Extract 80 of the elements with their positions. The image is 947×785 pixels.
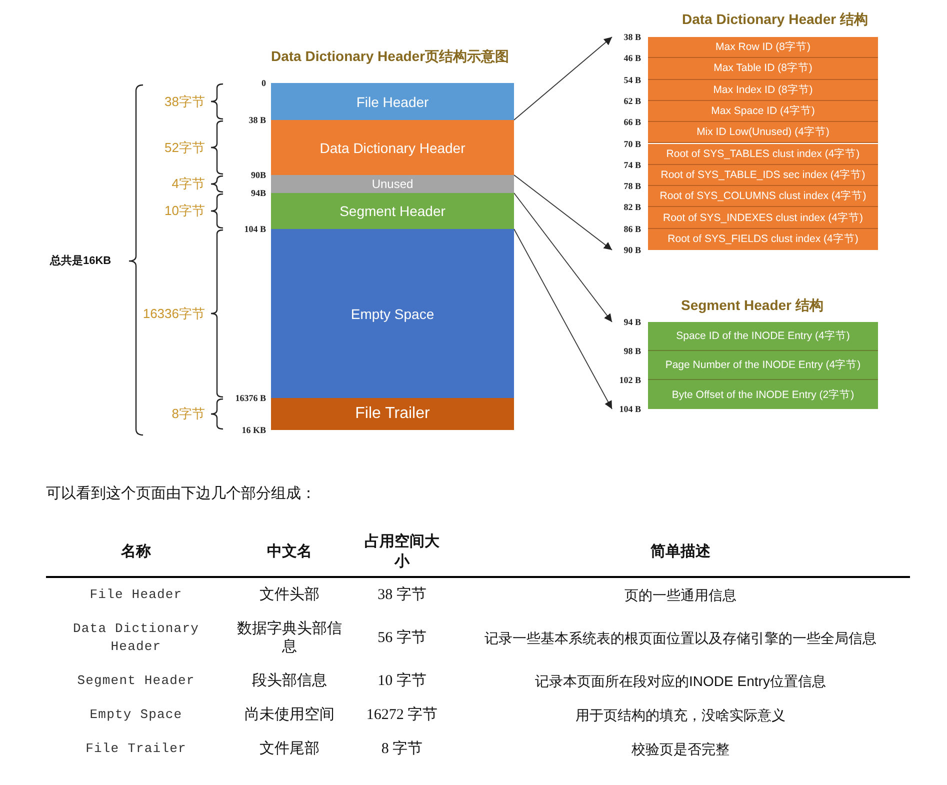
offset-label: 0 bbox=[262, 77, 266, 89]
offset-label: 102 B bbox=[619, 374, 641, 386]
size-label: 4字节 bbox=[172, 175, 205, 193]
description-text: 用于页结构的填充，没啥实际意义 bbox=[576, 706, 786, 724]
offset-label: 70 B bbox=[624, 138, 641, 150]
part-name: File Trailer bbox=[86, 740, 186, 758]
size-label: 38字节 bbox=[164, 92, 205, 110]
offset-label: 16376 B bbox=[235, 392, 266, 404]
offset-label: 90B bbox=[250, 169, 266, 181]
description-text: 记录本页面所在段对应的INODE Entry位置信息 bbox=[535, 672, 826, 690]
size-label: 16336字节 bbox=[142, 304, 205, 322]
offset-label: 86 B bbox=[624, 222, 641, 235]
chinese-name: 段头部信息 bbox=[252, 672, 327, 690]
field-row: Max Space ID (4字节) bbox=[648, 100, 878, 122]
column-header: 占用空间大小 bbox=[364, 532, 440, 572]
arrow bbox=[514, 228, 612, 410]
part-name: Segment Header bbox=[77, 672, 195, 690]
column-header: 简单描述 bbox=[650, 542, 710, 562]
offset-label: 94B bbox=[250, 187, 266, 199]
offset-label: 104 B bbox=[244, 223, 266, 235]
arrow bbox=[514, 174, 612, 250]
memory-segment-band: Empty Space bbox=[271, 229, 514, 398]
offset-label: 16 KB bbox=[242, 424, 266, 436]
size-value: 56 字节 bbox=[378, 629, 426, 647]
description-text: 页的一些通用信息 bbox=[624, 586, 736, 604]
offset-label: 82 B bbox=[624, 201, 641, 214]
field-row: Max Table ID (8字节) bbox=[648, 58, 878, 80]
total-size-label: 总共是16KB bbox=[50, 254, 112, 269]
field-row: Space ID of the INODE Entry (4字节) bbox=[648, 322, 878, 351]
offset-label: 90 B bbox=[624, 244, 641, 256]
field-row: Root of SYS_FIELDS clust index (4字节) bbox=[648, 228, 878, 250]
offset-label: 38 B bbox=[624, 31, 641, 43]
arrow bbox=[514, 192, 612, 322]
structure-heading: Data Dictionary Header 结构 bbox=[682, 10, 868, 28]
field-row: Byte Offset of the INODE Entry (2字节) bbox=[648, 380, 878, 409]
field-row: Max Index ID (8字节) bbox=[648, 80, 878, 101]
field-row: Root of SYS_TABLE_IDS sec index (4字节) bbox=[648, 164, 878, 186]
description-text: 校验页是否完整 bbox=[632, 740, 730, 758]
offset-label: 94 B bbox=[624, 316, 641, 328]
memory-segment-band: Data Dictionary Header bbox=[271, 120, 514, 175]
intro-text: 可以看到这个页面由下边几个部分组成： bbox=[46, 484, 316, 504]
offset-label: 62 B bbox=[624, 94, 641, 107]
field-row: Mix ID Low(Unused) (4字节) bbox=[648, 122, 878, 144]
memory-segment-band: File Header bbox=[271, 83, 514, 120]
field-row: Root of SYS_COLUMNS clust index (4字节) bbox=[648, 186, 878, 208]
part-name: Empty Space bbox=[90, 706, 182, 724]
size-value: 38 字节 bbox=[378, 586, 426, 604]
column-header: 中文名 bbox=[267, 542, 312, 562]
column-header: 名称 bbox=[121, 542, 151, 562]
memory-segment-band: File Trailer bbox=[271, 398, 514, 430]
part-name: File Header bbox=[90, 586, 182, 604]
offset-label: 78 B bbox=[624, 180, 641, 192]
size-value: 16272 字节 bbox=[366, 706, 438, 724]
structure-heading: Segment Header 结构 bbox=[681, 296, 824, 314]
offset-label: 38 B bbox=[248, 114, 266, 126]
offset-label: 54 B bbox=[624, 74, 641, 86]
field-row: Root of SYS_TABLES clust index (4字节) bbox=[648, 144, 878, 165]
chinese-name: 尚未使用空间 bbox=[244, 706, 334, 724]
offset-label: 98 B bbox=[624, 345, 641, 357]
chinese-name: 文件头部 bbox=[260, 586, 320, 604]
size-label: 52字节 bbox=[164, 138, 205, 156]
size-label: 8字节 bbox=[172, 405, 205, 423]
memory-segment-band: Segment Header bbox=[271, 193, 514, 229]
size-label: 10字节 bbox=[164, 202, 205, 220]
size-value: 8 字节 bbox=[381, 740, 423, 758]
description-text: 记录一些基本系统表的根页面位置以及存储引擎的一些全局信息 bbox=[484, 629, 876, 647]
offset-label: 104 B bbox=[619, 403, 641, 415]
diagram-title: Data Dictionary Header页结构示意图 bbox=[270, 48, 510, 66]
part-name: Data Dictionary Header bbox=[72, 620, 200, 656]
offset-label: 46 B bbox=[624, 52, 641, 64]
memory-segment-band: Unused bbox=[271, 175, 514, 193]
field-row: Max Row ID (8字节) bbox=[648, 37, 878, 58]
offset-label: 74 B bbox=[624, 158, 641, 171]
size-value: 10 字节 bbox=[378, 672, 426, 690]
field-row: Page Number of the INODE Entry (4字节) bbox=[648, 351, 878, 380]
arrow bbox=[514, 36, 612, 120]
chinese-name: 数据字典头部信息 bbox=[236, 620, 343, 656]
field-row: Root of SYS_INDEXES clust index (4字节) bbox=[648, 207, 878, 229]
offset-label: 66 B bbox=[624, 116, 641, 128]
chinese-name: 文件尾部 bbox=[260, 740, 320, 758]
